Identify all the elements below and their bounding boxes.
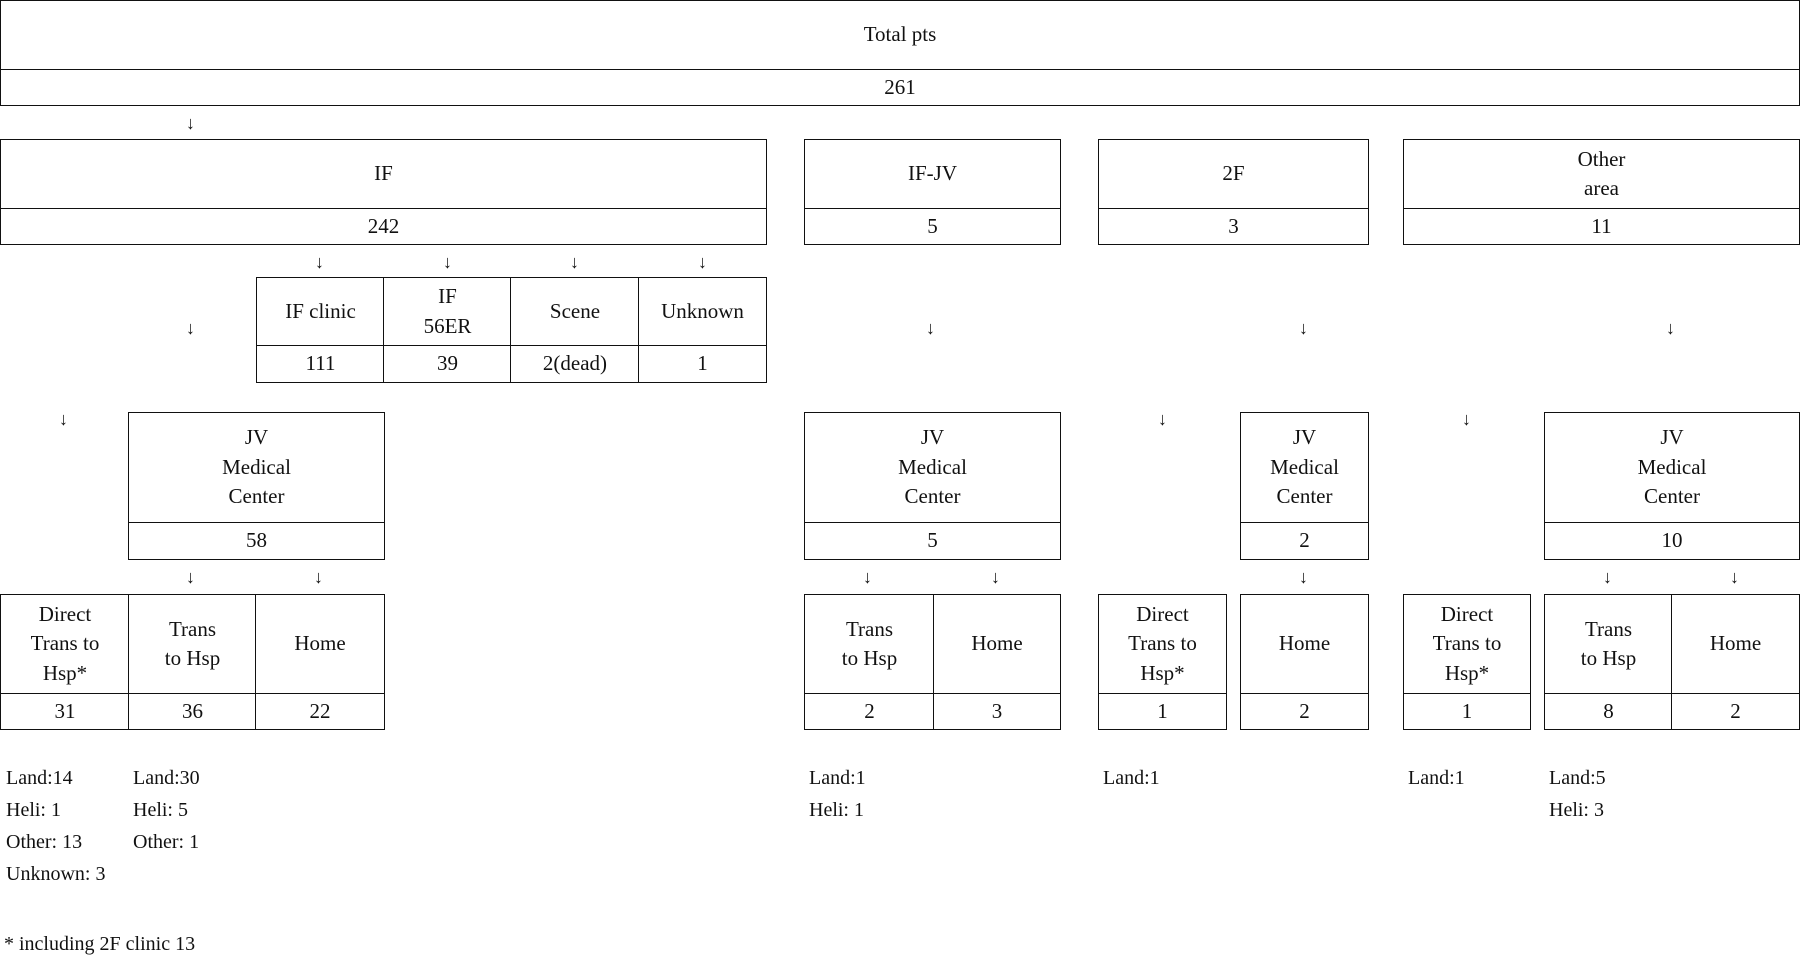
if-clinic-value: 111 — [257, 345, 384, 382]
transport-note-trans: Land:30 Heli: 5 Other: 1 — [133, 767, 200, 853]
down-arrow-icon: ↓ — [926, 318, 935, 338]
if-value: 242 — [1, 208, 766, 244]
down-arrow-icon: ↓ — [1462, 409, 1471, 429]
jv-medical-center-if-box: JV Medical Center 58 — [128, 412, 385, 560]
if-label: IF — [374, 161, 393, 186]
total-value: 261 — [1, 69, 1799, 105]
outcome-label: Direct Trans to Hsp* — [30, 601, 100, 685]
trans-to-hsp-box: Trans to Hsp 2 — [804, 594, 935, 730]
outcome-value: 3 — [934, 693, 1060, 729]
jv-medical-center-label: JV Medical Center — [222, 425, 291, 509]
outcome-value: 22 — [256, 693, 384, 729]
if-56er-box: IF 56ER 39 — [383, 277, 512, 383]
outcome-value: 36 — [129, 693, 256, 729]
2f-box: 2F 3 — [1098, 139, 1369, 245]
transport-note-other-direct: Land:1 — [1408, 767, 1465, 789]
direct-trans-to-hsp-box: Direct Trans to Hsp* 1 — [1403, 594, 1531, 730]
down-arrow-icon: ↓ — [570, 252, 579, 272]
jv-medical-center-if-jv-box: JV Medical Center 5 — [804, 412, 1061, 560]
down-arrow-icon: ↓ — [1730, 567, 1739, 587]
other-area-value: 11 — [1404, 208, 1799, 244]
outcome-value: 1 — [1099, 693, 1226, 729]
jv-medical-center-2f-box: JV Medical Center 2 — [1240, 412, 1369, 560]
if-clinic-box: IF clinic 111 — [256, 277, 385, 383]
outcome-label: Direct Trans to Hsp* — [1432, 601, 1502, 685]
outcome-label: Trans to Hsp — [1580, 616, 1637, 670]
if-jv-box: IF-JV 5 — [804, 139, 1061, 245]
unknown-value: 1 — [639, 345, 766, 382]
jv-medical-center-value: 58 — [129, 522, 384, 559]
outcome-value: 1 — [1404, 693, 1530, 729]
scene-label: Scene — [549, 298, 601, 323]
if-box: IF 242 — [0, 139, 767, 245]
down-arrow-icon: ↓ — [1666, 318, 1675, 338]
down-arrow-icon: ↓ — [1603, 567, 1612, 587]
outcome-value: 2 — [805, 693, 934, 729]
outcome-label: Home — [294, 631, 346, 656]
down-arrow-icon: ↓ — [1299, 567, 1308, 587]
transport-note-direct: Land:14 Heli: 1 Other: 13 Unknown: 3 — [6, 767, 106, 885]
down-arrow-icon: ↓ — [186, 113, 195, 133]
transport-note-if-jv: Land:1 Heli: 1 — [809, 767, 866, 821]
down-arrow-icon: ↓ — [315, 252, 324, 272]
direct-trans-to-hsp-box: Direct Trans to Hsp* 1 — [1098, 594, 1227, 730]
scene-value: 2(dead) — [511, 345, 639, 382]
direct-trans-to-hsp-box: Direct Trans to Hsp* 31 — [0, 594, 130, 730]
down-arrow-icon: ↓ — [1299, 318, 1308, 338]
down-arrow-icon: ↓ — [59, 409, 68, 429]
down-arrow-icon: ↓ — [186, 567, 195, 587]
home-box: Home 2 — [1671, 594, 1800, 730]
down-arrow-icon: ↓ — [698, 252, 707, 272]
down-arrow-icon: ↓ — [863, 567, 872, 587]
outcome-label: Home — [1709, 631, 1762, 656]
jv-medical-center-label: JV Medical Center — [1270, 425, 1339, 509]
outcome-value: 8 — [1545, 693, 1672, 729]
transport-note-2f: Land:1 — [1103, 767, 1160, 789]
home-box: Home 2 — [1240, 594, 1369, 730]
down-arrow-icon: ↓ — [1158, 409, 1167, 429]
scene-box: Scene 2(dead) — [510, 277, 640, 383]
jv-medical-center-value: 2 — [1241, 522, 1368, 559]
trans-to-hsp-box: Trans to Hsp 8 — [1544, 594, 1673, 730]
outcome-value: 2 — [1241, 693, 1368, 729]
total-label: Total pts — [863, 22, 937, 47]
jv-medical-center-value: 10 — [1545, 522, 1799, 559]
2f-label: 2F — [1222, 161, 1245, 186]
jv-medical-center-label: JV Medical Center — [1637, 425, 1707, 509]
down-arrow-icon: ↓ — [443, 252, 452, 272]
transport-note-other-trans: Land:5 Heli: 3 — [1549, 767, 1606, 821]
unknown-label: Unknown — [661, 298, 744, 323]
trans-to-hsp-box: Trans to Hsp 36 — [128, 594, 257, 730]
home-box: Home 3 — [933, 594, 1061, 730]
home-box: Home 22 — [255, 594, 385, 730]
if-56er-label: IF 56ER — [423, 284, 472, 338]
if-56er-value: 39 — [384, 345, 511, 382]
outcome-label: Trans to Hsp — [164, 616, 221, 670]
outcome-label: Home — [971, 631, 1023, 656]
2f-value: 3 — [1099, 208, 1368, 244]
down-arrow-icon: ↓ — [314, 567, 323, 587]
down-arrow-icon: ↓ — [186, 318, 195, 338]
unknown-box: Unknown 1 — [638, 277, 767, 383]
other-area-label: Other area — [1577, 146, 1626, 200]
if-clinic-label: IF clinic — [285, 298, 356, 323]
jv-medical-center-value: 5 — [805, 522, 1060, 559]
total-box: Total pts 261 — [0, 0, 1800, 106]
footnote: * including 2F clinic 13 — [4, 933, 196, 955]
outcome-label: Home — [1278, 631, 1331, 656]
if-jv-label: IF-JV — [907, 161, 957, 186]
down-arrow-icon: ↓ — [991, 567, 1000, 587]
if-jv-value: 5 — [805, 208, 1060, 244]
jv-medical-center-other-box: JV Medical Center 10 — [1544, 412, 1800, 560]
outcome-label: Direct Trans to Hsp* — [1128, 601, 1197, 685]
outcome-label: Trans to Hsp — [841, 616, 898, 670]
jv-medical-center-label: JV Medical Center — [898, 425, 967, 509]
outcome-value: 2 — [1672, 693, 1799, 729]
outcome-value: 31 — [1, 693, 129, 729]
other-area-box: Other area 11 — [1403, 139, 1800, 245]
